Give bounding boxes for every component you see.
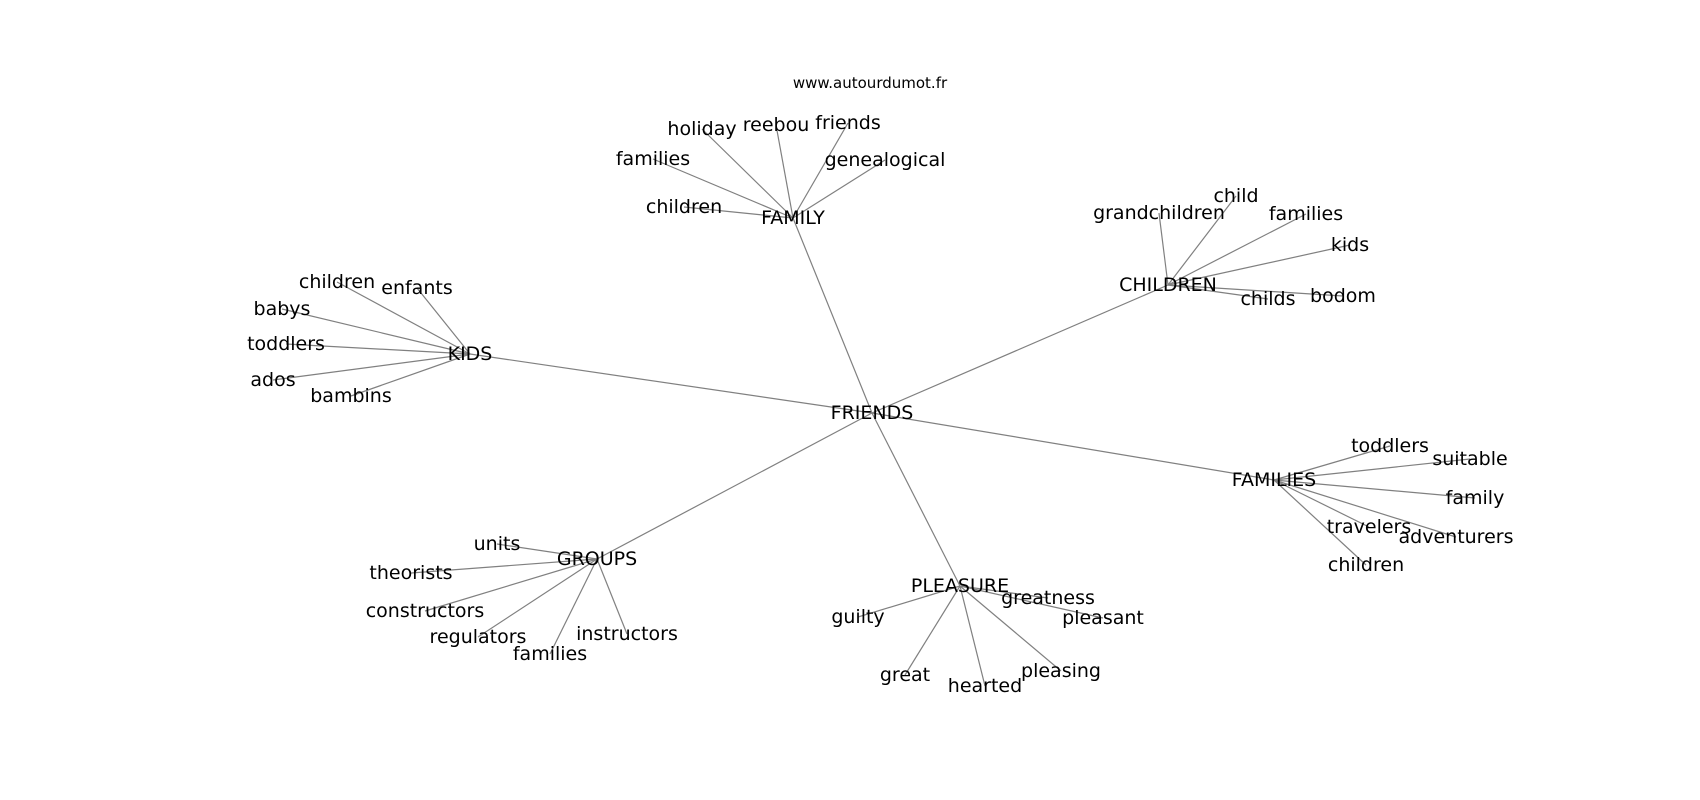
edge-center-pleasure bbox=[871, 412, 961, 587]
edge-families-adventurers bbox=[1273, 479, 1457, 538]
edge-children-grandchildren bbox=[1158, 212, 1169, 286]
word-node-label: constructors bbox=[366, 600, 485, 622]
edge-family-friends bbox=[792, 122, 849, 219]
edge-kids-ados bbox=[272, 353, 471, 381]
edge-kids-toddlers bbox=[285, 343, 471, 355]
word-node-label: children bbox=[299, 271, 375, 293]
edge-pleasure-greatness bbox=[959, 585, 1049, 599]
edge-pleasure-great bbox=[904, 585, 961, 676]
word-node-label: bambins bbox=[310, 385, 392, 407]
word-node-label: great bbox=[880, 664, 930, 686]
edge-kids-bambins bbox=[350, 353, 471, 397]
word-node-label: theorists bbox=[369, 562, 452, 584]
edge-children-kids bbox=[1167, 244, 1351, 286]
edge-kids-children bbox=[336, 281, 471, 355]
word-node-label: ados bbox=[250, 369, 295, 391]
word-node-label: kids bbox=[1331, 234, 1369, 256]
word-node-label: travelers bbox=[1327, 516, 1412, 538]
edge-families-travelers bbox=[1273, 479, 1370, 528]
word-node-label: guilty bbox=[831, 606, 884, 628]
edge-children-childs bbox=[1167, 284, 1269, 300]
word-node-label: family bbox=[1446, 487, 1505, 509]
edge-family-families bbox=[652, 158, 794, 219]
edge-families-toddlers bbox=[1273, 445, 1391, 481]
edge-center-kids bbox=[469, 353, 873, 414]
edge-groups-regulators bbox=[477, 558, 598, 638]
word-node-label: bodom bbox=[1310, 285, 1376, 307]
hub-node-label: CHILDREN bbox=[1119, 274, 1217, 296]
edge-groups-theorists bbox=[410, 558, 598, 574]
edge-kids-babys bbox=[281, 308, 471, 355]
graph-edges bbox=[272, 122, 1476, 687]
word-node-label: instructors bbox=[576, 623, 678, 645]
word-node-label: greatness bbox=[1001, 587, 1095, 609]
edge-kids-enfants bbox=[416, 287, 471, 355]
hub-node-label: KIDS bbox=[448, 343, 493, 365]
word-node-label: suitable bbox=[1432, 448, 1507, 470]
edge-center-family bbox=[792, 217, 873, 414]
word-node-label: enfants bbox=[381, 277, 452, 299]
word-node-label: families bbox=[1269, 203, 1343, 225]
word-node-label: babys bbox=[254, 298, 311, 320]
edge-pleasure-guilty bbox=[857, 585, 961, 618]
edge-center-children bbox=[871, 284, 1169, 414]
edge-pleasure-hearted bbox=[959, 585, 986, 687]
edge-groups-units bbox=[496, 543, 598, 560]
edge-groups-constructors bbox=[424, 558, 598, 612]
word-node-label: hearted bbox=[948, 675, 1022, 697]
edge-pleasure-pleasant bbox=[959, 585, 1104, 619]
word-node-label: genealogical bbox=[825, 149, 946, 171]
word-node-label: regulators bbox=[430, 626, 527, 648]
edge-family-children bbox=[683, 206, 794, 219]
word-node-label: adventurers bbox=[1399, 526, 1514, 548]
edge-children-families bbox=[1167, 213, 1307, 286]
word-node-label: families bbox=[616, 148, 690, 170]
edge-center-families bbox=[871, 412, 1275, 481]
word-node-label: children bbox=[646, 196, 722, 218]
word-node-label: child bbox=[1213, 185, 1258, 207]
edge-groups-instructors bbox=[596, 558, 628, 635]
word-node-label: toddlers bbox=[247, 333, 325, 355]
edge-groups-families bbox=[549, 558, 598, 655]
word-node-label: children bbox=[1328, 554, 1404, 576]
edge-families-children bbox=[1273, 479, 1367, 566]
hub-node-label: GROUPS bbox=[557, 548, 637, 570]
edge-family-holiday bbox=[701, 128, 794, 219]
edge-families-family bbox=[1273, 479, 1476, 499]
word-node-label: friends bbox=[815, 112, 880, 134]
word-node-label: childs bbox=[1240, 288, 1295, 310]
edge-families-suitable bbox=[1273, 458, 1471, 481]
edge-family-genealogical bbox=[792, 159, 886, 219]
edge-children-bodom bbox=[1167, 284, 1344, 297]
edge-center-groups bbox=[596, 412, 873, 560]
word-node-label: holiday bbox=[667, 118, 736, 140]
edge-family-reebou bbox=[775, 124, 794, 219]
word-node-label: reebou bbox=[743, 114, 810, 136]
word-node-label: toddlers bbox=[1351, 435, 1429, 457]
hub-node-label: FAMILY bbox=[761, 207, 825, 229]
word-node-label: grandchildren bbox=[1093, 202, 1225, 224]
word-node-label: units bbox=[474, 533, 521, 555]
edge-children-child bbox=[1167, 195, 1237, 286]
edge-pleasure-pleasing bbox=[959, 585, 1062, 672]
center-node-label: FRIENDS bbox=[831, 402, 914, 424]
word-node-label: pleasant bbox=[1062, 607, 1144, 629]
site-url: www.autourdumot.fr bbox=[793, 74, 948, 92]
word-node-label: families bbox=[513, 643, 587, 665]
hub-node-label: PLEASURE bbox=[911, 575, 1009, 597]
hub-node-label: FAMILIES bbox=[1232, 469, 1316, 491]
word-node-label: pleasing bbox=[1021, 660, 1101, 682]
